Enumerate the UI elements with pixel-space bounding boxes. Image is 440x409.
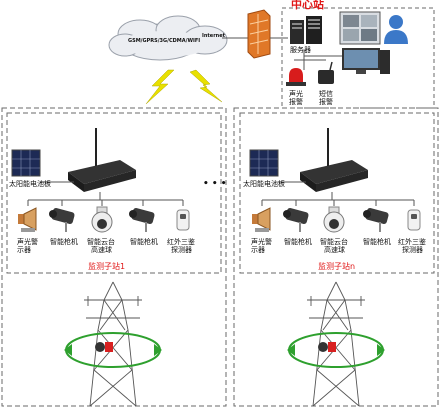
- station-n-inner-frame: [239, 112, 435, 274]
- alarm-label-line-2: 报警: [289, 98, 303, 106]
- alarm-label-line-1: 声光: [289, 90, 303, 98]
- station-1-inner-frame: [6, 112, 222, 274]
- station-1-name: 监测子站1: [88, 262, 126, 271]
- station-1-tower-icon: [84, 281, 142, 407]
- station-n-device-2-line-1: 智能枪机: [284, 238, 312, 246]
- station-1-ring-arrow-left-icon: [64, 344, 72, 356]
- workstation-icon: [342, 48, 390, 74]
- sms-label-line-2: 报警: [319, 98, 333, 106]
- station-n-gateway-icon: [300, 128, 368, 192]
- station-n-tower-icon: [307, 281, 365, 407]
- station-n-device-3-line-1: 智能云台: [320, 238, 348, 246]
- sound-light-alarm-icon: [286, 68, 306, 86]
- stations-ellipsis: • • •: [203, 179, 227, 189]
- station-1-device-1-line-1: 声光警: [17, 238, 38, 246]
- user-icon: [384, 15, 408, 44]
- station-n-dome-camera-icon: [323, 206, 345, 233]
- lightning-left-icon: [145, 69, 175, 105]
- center-station-title: 中心站: [291, 0, 324, 11]
- station-n-ring-arrow-right-icon: [377, 344, 385, 356]
- station-1-infrared-detector-icon: [176, 209, 190, 231]
- station-1-device-1-line-2: 示器: [17, 246, 31, 254]
- station-n-solar-panel-icon: [249, 149, 279, 177]
- station-n-bullet-camera-2-icon: [363, 208, 389, 232]
- station-n-name: 监测子站n: [318, 262, 356, 271]
- station-1-bullet-camera-1-icon: [49, 208, 75, 232]
- station-1-frame: [1, 107, 227, 407]
- station-n-solar-label: 太阳能电池板: [243, 180, 285, 188]
- firewall-icon: [247, 9, 271, 59]
- station-n-bullet-camera-1-icon: [283, 208, 309, 232]
- station-n-device-3-line-2: 高速球: [324, 246, 345, 254]
- internet-label: Internet: [202, 33, 226, 39]
- station-1-ring-arrow-right-icon: [154, 344, 162, 356]
- server-icon: [290, 16, 322, 44]
- monitor-screen-icon: [339, 11, 381, 45]
- station-1-device-5-line-2: 探测器: [171, 246, 192, 254]
- network-cloud: [108, 15, 228, 61]
- station-1-tower-camera-icon: [95, 342, 113, 352]
- sms-modem-icon: [318, 61, 334, 84]
- station-n-device-5-line-1: 红外三鉴: [398, 238, 426, 246]
- station-n-tower-camera-icon: [318, 342, 336, 352]
- server-label: 服务器: [290, 46, 311, 54]
- station-n-infrared-detector-icon: [407, 209, 421, 231]
- cloud-networks-label: GSM/GPRS/3G/CDMA/WIFI: [128, 38, 201, 44]
- sms-label-line-1: 短信: [319, 90, 333, 98]
- station-1-gateway-icon: [68, 128, 136, 192]
- station-1-solar-label: 太阳能电池板: [9, 180, 51, 188]
- station-1-device-3-line-2: 高速球: [91, 246, 112, 254]
- station-1-bullet-camera-2-icon: [129, 208, 155, 232]
- station-1-dome-camera-icon: [91, 206, 113, 233]
- station-1-speaker-alarm-icon: [18, 207, 37, 232]
- lightning-right-icon: [189, 69, 223, 103]
- station-n-device-5-line-2: 探测器: [402, 246, 423, 254]
- station-1-device-3-line-1: 智能云台: [87, 238, 115, 246]
- station-n-frame: [233, 107, 439, 407]
- station-n-ring-arrow-left-icon: [287, 344, 295, 356]
- station-n-device-4-line-1: 智能枪机: [363, 238, 391, 246]
- station-n-device-1-line-1: 声光警: [251, 238, 272, 246]
- station-1-solar-panel-icon: [11, 149, 41, 177]
- station-1-device-2-line-1: 智能枪机: [50, 238, 78, 246]
- station-n-speaker-alarm-icon: [252, 207, 271, 232]
- station-n-device-1-line-2: 示器: [251, 246, 265, 254]
- station-1-device-5-line-1: 红外三鉴: [167, 238, 195, 246]
- station-1-device-4-line-1: 智能枪机: [130, 238, 158, 246]
